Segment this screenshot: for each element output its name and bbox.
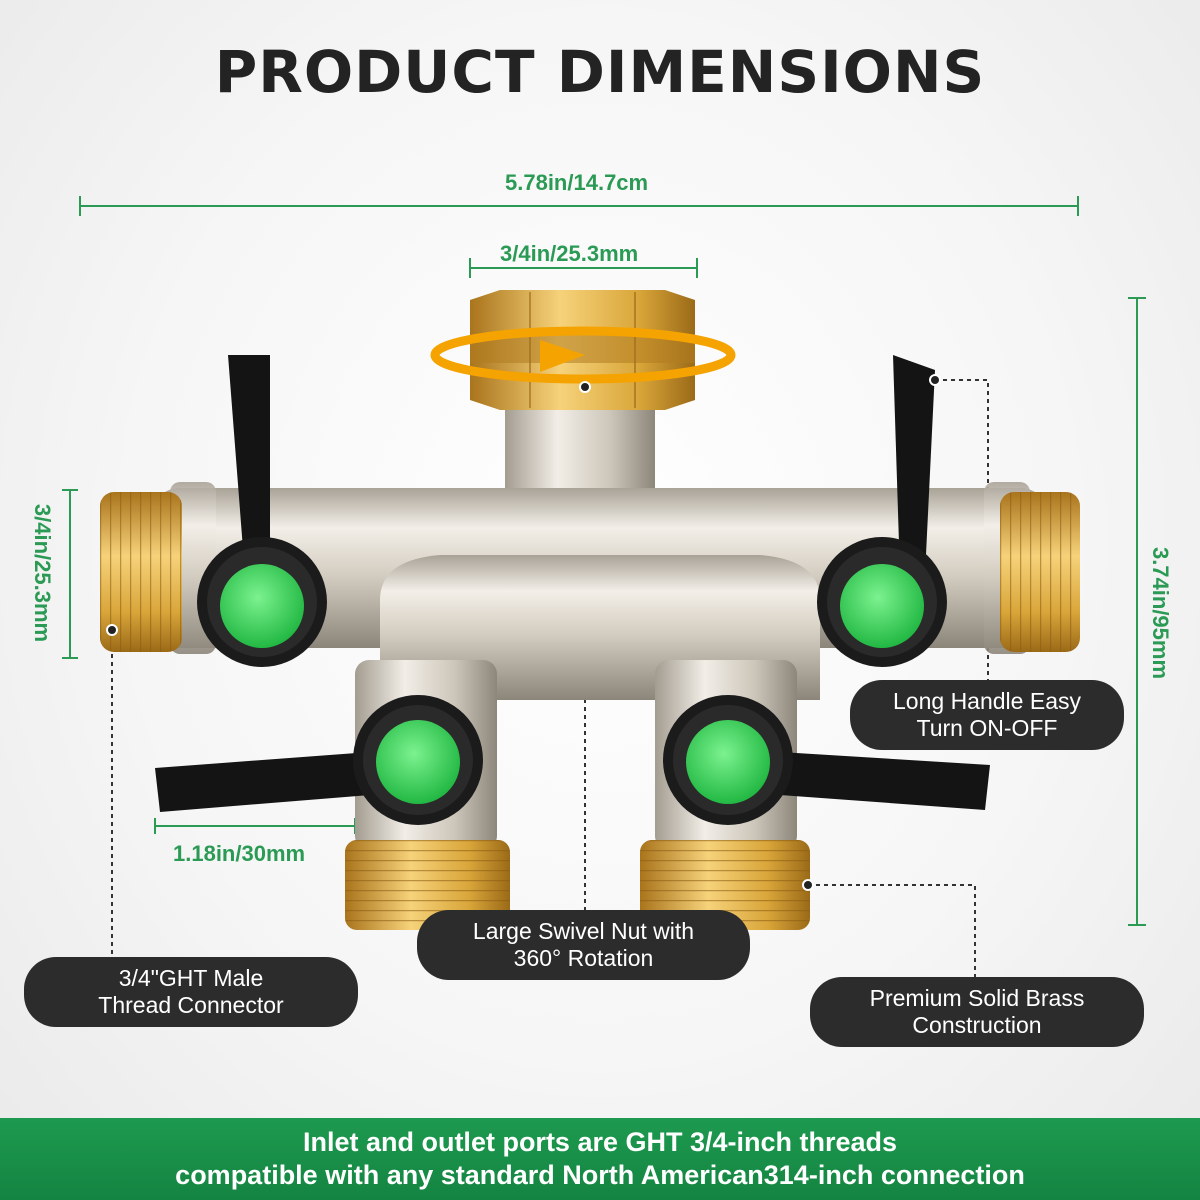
- brass-threads: [100, 492, 1080, 930]
- callout-brass-line2: Construction: [912, 1012, 1042, 1038]
- dimension-side-outlet-height: 3/4in/25.3mm: [30, 503, 55, 643]
- pointer-dots: [106, 374, 941, 891]
- dimension-overall-width: 5.78in/14.7cm: [505, 170, 649, 195]
- dimension-overall-height: 3.74in/95mm: [1148, 546, 1173, 680]
- callout-brass: Premium Solid Brass Construction: [810, 977, 1144, 1047]
- callout-brass-line1: Premium Solid Brass: [869, 985, 1085, 1011]
- swivel-nut: [430, 290, 736, 410]
- pointer-lines: [111, 379, 989, 978]
- page-title: PRODUCT DIMENSIONS: [214, 38, 986, 106]
- callout-ght-connector: 3/4"GHT Male Thread Connector: [24, 957, 358, 1027]
- callout-swivel-nut-line2: 360° Rotation: [513, 945, 654, 971]
- callout-swivel-nut-line1: Large Swivel Nut with: [472, 918, 695, 944]
- callout-ght-connector-line2: Thread Connector: [98, 992, 284, 1018]
- callout-long-handle-line1: Long Handle Easy: [893, 688, 1081, 714]
- valve-knobs: [197, 537, 947, 825]
- dimension-lines: [62, 196, 1146, 926]
- callout-ght-connector-line1: 3/4"GHT Male: [118, 965, 264, 991]
- dimension-handle-length: 1.18in/30mm: [173, 841, 306, 866]
- valve-handles: [155, 355, 990, 812]
- dimension-inlet-width: 3/4in/25.3mm: [500, 241, 639, 266]
- footer-banner: Inlet and outlet ports are GHT 3/4-inch …: [0, 1118, 1200, 1200]
- callout-swivel-nut: Large Swivel Nut with 360° Rotation: [417, 910, 750, 980]
- footer-line1: Inlet and outlet ports are GHT 3/4-inch …: [302, 1127, 898, 1157]
- callout-long-handle: Long Handle Easy Turn ON-OFF: [850, 680, 1124, 750]
- footer-line2: compatible with any standard North Ameri…: [175, 1160, 1025, 1190]
- callout-long-handle-line2: Turn ON-OFF: [916, 715, 1058, 741]
